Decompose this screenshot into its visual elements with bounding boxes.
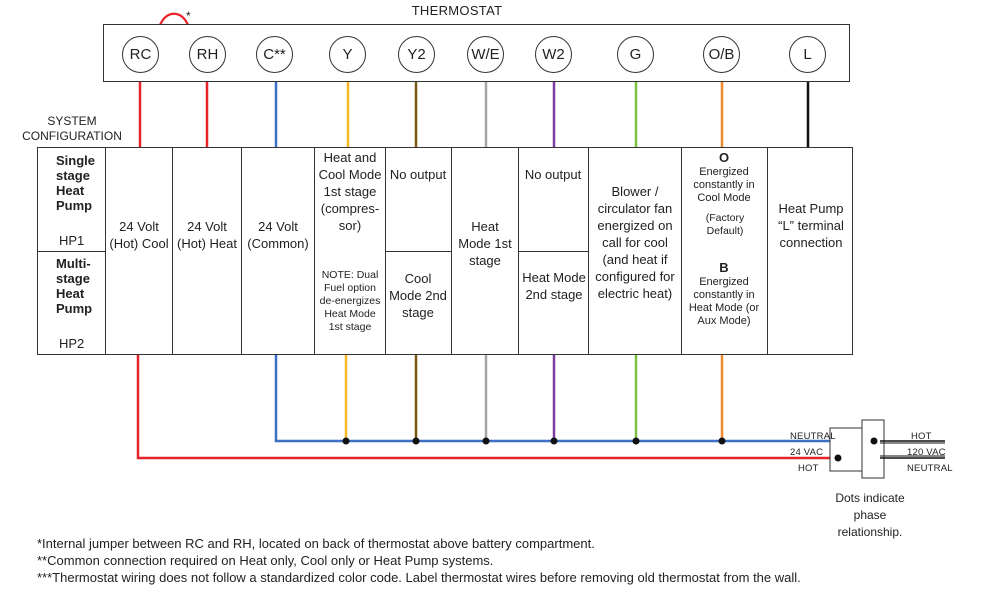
junction-dot	[718, 437, 726, 445]
cell-y2-bottom: Cool Mode 2nd stage	[389, 271, 447, 320]
cell-ob-o-default: (Factory Default)	[705, 212, 745, 237]
cell-rc: 24 Volt (Hot) Cool	[109, 219, 169, 251]
terminal-ob: O/B	[703, 36, 740, 73]
diagram-title: THERMOSTAT	[411, 3, 503, 18]
cell-g: Blower / circulator fan energized on cal…	[595, 184, 675, 301]
label-neutral-left: NEUTRAL	[790, 431, 836, 442]
terminal-rh: RH	[189, 36, 226, 73]
cell-ob-o-text: Energized constantly in Cool Mode	[693, 166, 755, 204]
cell-w2-bottom: Heat Mode 2nd stage	[522, 270, 586, 302]
label-hot-right: HOT	[911, 431, 932, 442]
terminal-g: G	[617, 36, 654, 73]
terminal-y2: Y2	[398, 36, 435, 73]
config-single-stage: Single stage Heat Pump	[56, 153, 96, 213]
cell-y2-top: No output	[389, 167, 447, 182]
transformer	[829, 419, 945, 479]
label-24vac: 24 VAC	[790, 447, 824, 458]
cell-w2-top: No output	[524, 167, 582, 182]
cell-rh: 24 Volt (Hot) Heat	[177, 219, 237, 251]
terminal-y: Y	[329, 36, 366, 73]
cell-we: Heat Mode 1st stage	[458, 219, 512, 268]
junction-dot	[342, 437, 350, 445]
phase-note: Dots indicate phase relationship.	[835, 491, 905, 539]
wire-c-bottom	[274, 355, 848, 443]
terminal-w2: W2	[535, 36, 572, 73]
junction-dot	[632, 437, 640, 445]
terminal-we: W/E	[467, 36, 504, 73]
jumper-footnote-mark: *	[186, 9, 191, 23]
label-hot-left: HOT	[798, 463, 819, 474]
footnote-common: **Common connection required on Heat onl…	[37, 553, 494, 568]
cell-l: Heat Pump “L” terminal connection	[778, 201, 844, 250]
configuration-table: Single stage Heat Pump HP1 Multi-stage H…	[37, 147, 853, 355]
junction-dot	[482, 437, 490, 445]
cell-ob-b-label: B	[719, 260, 729, 275]
terminal-c: C**	[256, 36, 293, 73]
config-multi-stage: Multi-stage Heat Pump	[56, 256, 93, 316]
cell-y-note: NOTE: Dual Fuel option de-energizes Heat…	[319, 269, 381, 333]
config-code-hp2: HP2	[59, 336, 85, 351]
system-configuration-label: SYSTEM CONFIGURATION	[22, 114, 122, 143]
cell-ob-o-label: O	[718, 150, 730, 165]
config-code-hp1: HP1	[59, 233, 85, 248]
label-120vac: 120 VAC	[907, 447, 946, 458]
junction-dot	[550, 437, 558, 445]
footnote-jumper: *Internal jumper between RC and RH, loca…	[37, 536, 595, 551]
junction-dot	[412, 437, 420, 445]
footnote-color-code: ***Thermostat wiring does not follow a s…	[37, 570, 801, 585]
cell-y-top: Heat and Cool Mode 1st stage (compres-so…	[318, 150, 382, 233]
wire-rc-bottom	[136, 355, 848, 460]
terminal-l: L	[789, 36, 826, 73]
cell-c: 24 Volt (Common)	[247, 219, 309, 251]
label-neutral-right: NEUTRAL	[907, 463, 953, 474]
cell-ob-b-text: Energized constantly in Heat Mode (or Au…	[688, 276, 760, 327]
terminal-rc: RC	[122, 36, 159, 73]
